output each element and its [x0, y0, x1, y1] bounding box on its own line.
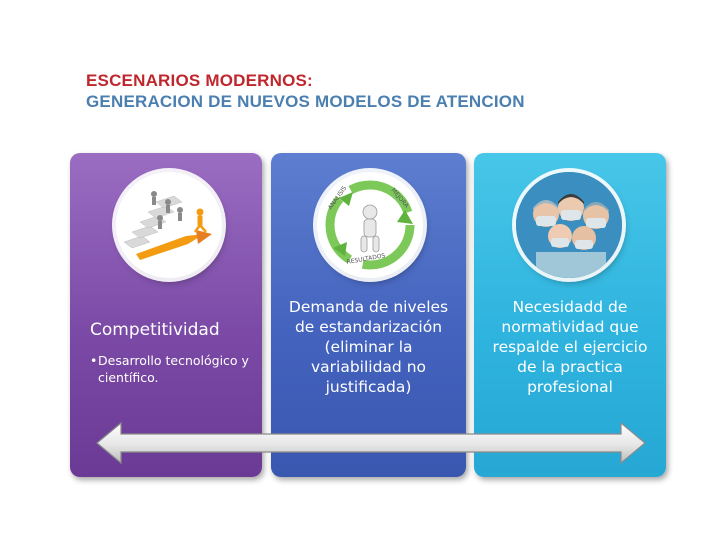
stairs-runners-icon	[116, 172, 222, 278]
panel-3-line: respalde el ejercicio	[492, 338, 648, 356]
panel-1-bullet: •Desarrollo tecnológico y científico.	[90, 352, 255, 386]
panel-3-line: normatividad que	[501, 318, 639, 336]
title-line-2: GENERACION DE NUEVOS MODELOS DE ATENCION	[86, 92, 525, 111]
panel-2-body: Demanda de niveles de estandarización (e…	[277, 297, 460, 397]
recycle-cycle-figure-icon: ANALISIS MEJORA RESULTADOS	[317, 172, 423, 278]
panel-2-line: Demanda de niveles	[288, 298, 449, 316]
cycle-label-mejora: MEJORA	[389, 187, 410, 210]
panel-1-heading: Competitividad	[90, 320, 220, 340]
panel-3-line: profesional	[527, 378, 613, 396]
panel-3-line: Necesidadd de	[512, 298, 628, 316]
panel-1-bullet-line-2: científico.	[98, 370, 159, 385]
panel-2-line: variabilidad no	[310, 358, 427, 376]
bullet-dot: •	[90, 353, 98, 368]
panel-1-bullet-line-1: Desarrollo tecnológico y	[98, 353, 249, 368]
panel-3-line: de la practica	[517, 358, 623, 376]
double-headed-arrow-icon	[96, 421, 646, 465]
panel-3-body: Necesidadd de normatividad que respalde …	[478, 297, 662, 397]
title-line-1: ESCENARIOS MODERNOS:	[86, 71, 313, 90]
slide-title: ESCENARIOS MODERNOS: GENERACION DE NUEVO…	[86, 70, 525, 112]
panel-2-line: (eliminar la	[324, 338, 413, 356]
medical-staff-photo-icon	[516, 172, 622, 278]
panel-2-line: de estandarización	[294, 318, 443, 336]
panel-2-line: justificada)	[325, 378, 412, 396]
